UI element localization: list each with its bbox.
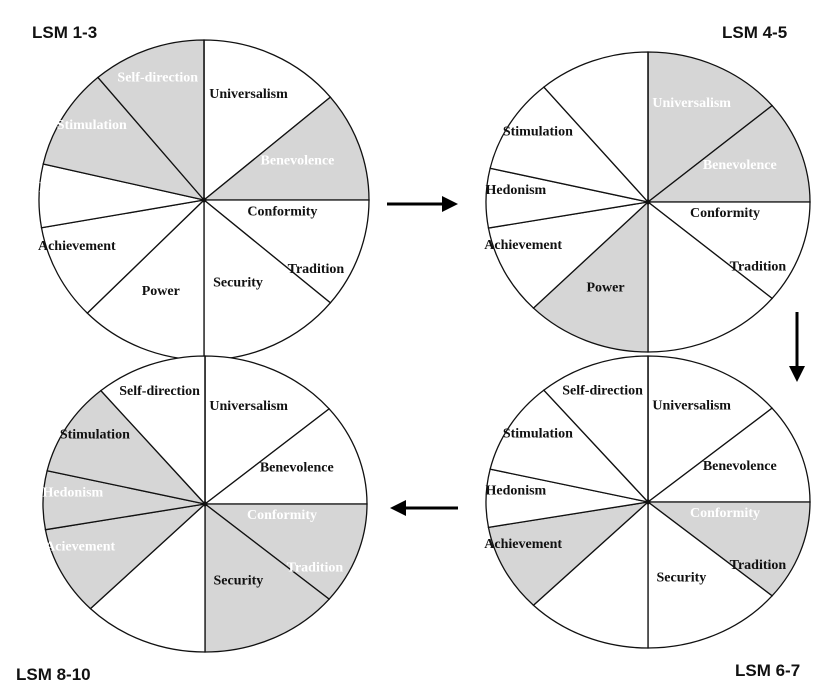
segment-label-power: Power	[587, 280, 625, 295]
segment-hedonism	[42, 76, 206, 202]
segment-conformity	[202, 199, 370, 304]
panel-lsm-8-10: UniversalismBenevolenceConformityTraditi…	[42, 355, 368, 653]
segment-label-universalism: Universalism	[652, 399, 731, 414]
segment-label-stimulation: Stimulation	[60, 428, 130, 443]
segment-label-hedonism: Hedonism	[486, 483, 547, 498]
segment-security	[532, 500, 649, 649]
center-point	[645, 499, 651, 505]
segment-label-self-direction: Self-direction	[117, 71, 198, 86]
segment-label-power: Power	[142, 284, 180, 299]
segment-power	[44, 503, 208, 610]
segment-label-conformity: Conformity	[690, 506, 760, 521]
panel-label-lsm-1-3: LSM 1-3	[32, 23, 97, 42]
segment-label-achievement: Acievement	[45, 540, 115, 555]
segment-stimulation	[97, 39, 205, 202]
segment-label-achievement: Achievement	[38, 239, 116, 254]
segment-universalism	[647, 355, 774, 504]
segment-security	[89, 502, 206, 653]
segment-label-security: Security	[213, 573, 263, 588]
center-point	[645, 199, 651, 205]
segment-hedonism	[46, 389, 207, 506]
segment-label-conformity: Conformity	[247, 205, 317, 220]
panel-lsm-1-3: UniversalismBenevolenceConformityTraditi…	[38, 39, 370, 361]
segment-tradition	[204, 502, 331, 653]
segment-benevolence	[203, 407, 368, 505]
segment-benevolence	[202, 96, 370, 201]
segment-power	[487, 201, 651, 309]
segment-label-benevolence: Benevolence	[703, 158, 777, 173]
segment-stimulation	[542, 355, 649, 504]
panel-label-lsm-4-5: LSM 4-5	[722, 23, 787, 42]
segment-label-universalism: Universalism	[209, 87, 288, 102]
segment-label-security: Security	[656, 570, 706, 585]
segment-hedonism	[489, 86, 650, 204]
segment-label-stimulation: Stimulation	[503, 125, 573, 140]
segment-tradition	[647, 500, 774, 649]
segment-label-tradition: Tradition	[287, 561, 344, 576]
panel-label-lsm-6-7: LSM 6-7	[735, 661, 800, 680]
segment-label-conformity: Conformity	[247, 508, 317, 523]
center-point	[201, 197, 207, 203]
segment-security	[532, 200, 649, 353]
segment-hedonism	[489, 389, 650, 504]
segment-label-hedonism: Hedonism	[39, 180, 100, 195]
segment-power	[487, 501, 651, 607]
center-point	[202, 501, 208, 507]
panel-lsm-6-7: UniversalismBenevolenceConformityTraditi…	[484, 355, 811, 649]
segment-conformity	[646, 501, 811, 597]
segment-label-hedonism: Hedonism	[486, 183, 547, 198]
segment-label-security: Security	[213, 276, 263, 291]
segment-label-self-direction: Self-direction	[562, 80, 643, 95]
segment-label-tradition: Tradition	[288, 262, 345, 277]
segment-label-benevolence: Benevolence	[703, 459, 777, 474]
segment-label-power: Power	[144, 581, 182, 596]
segment-label-tradition: Tradition	[730, 260, 787, 275]
segment-universalism	[647, 51, 774, 204]
arrow-left	[390, 500, 458, 516]
arrow-down	[789, 312, 805, 382]
segment-benevolence	[646, 407, 811, 503]
segment-label-tradition: Tradition	[730, 558, 787, 573]
segment-label-benevolence: Benevolence	[260, 461, 334, 476]
segment-label-benevolence: Benevolence	[261, 154, 335, 169]
segment-universalism	[204, 355, 331, 506]
segment-label-conformity: Conformity	[690, 206, 760, 221]
panel-lsm-4-5: UniversalismBenevolenceConformityTraditi…	[484, 51, 811, 353]
segment-label-achievement: Achievement	[484, 537, 562, 552]
segment-label-stimulation: Stimulation	[57, 118, 127, 133]
segment-conformity	[646, 201, 811, 300]
panel-label-lsm-8-10: LSM 8-10	[16, 665, 91, 684]
segment-conformity	[203, 503, 368, 601]
segment-label-power: Power	[587, 578, 625, 593]
segment-label-achievement: Achievement	[484, 238, 562, 253]
segment-benevolence	[646, 104, 811, 203]
segment-label-self-direction: Self-direction	[562, 384, 643, 399]
segment-label-universalism: Universalism	[209, 399, 288, 414]
segment-label-security: Security	[656, 272, 706, 287]
segment-label-hedonism: Hedonism	[43, 485, 104, 500]
segment-tradition	[647, 200, 774, 353]
segment-power	[40, 199, 206, 315]
segment-universalism	[203, 39, 332, 202]
segment-label-stimulation: Stimulation	[503, 426, 573, 441]
segment-stimulation	[99, 355, 206, 506]
segment-label-self-direction: Self-direction	[119, 384, 200, 399]
segment-label-universalism: Universalism	[652, 96, 731, 111]
segment-stimulation	[542, 51, 649, 204]
arrow-right	[387, 196, 458, 212]
